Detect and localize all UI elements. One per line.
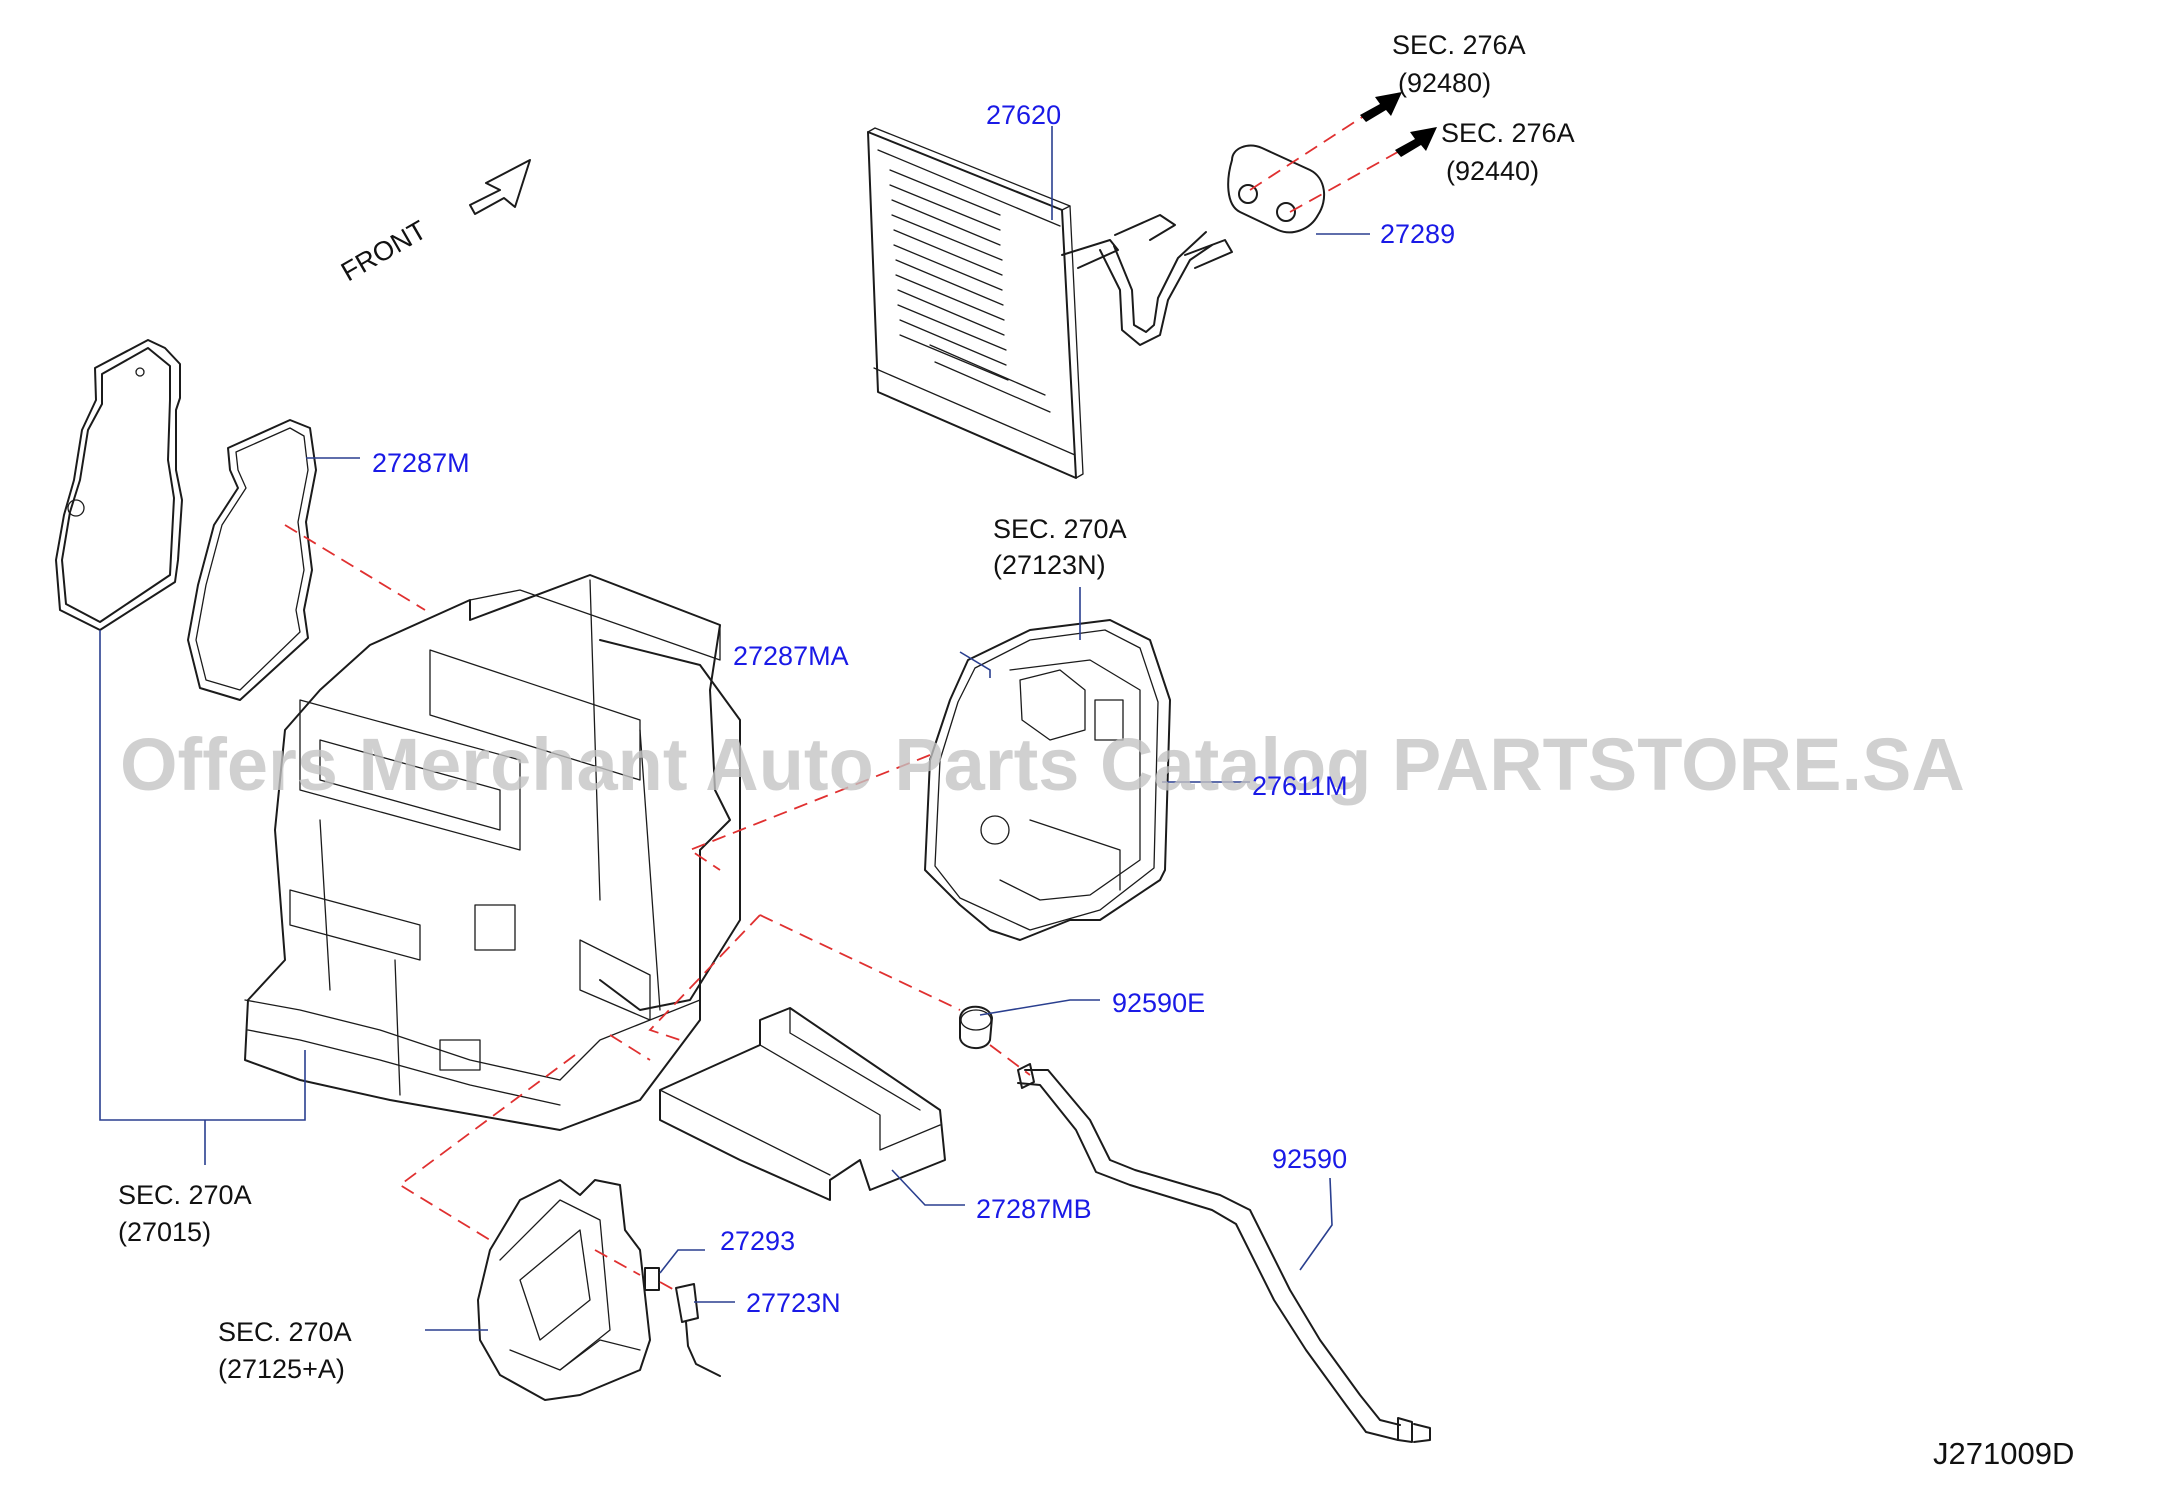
ref-sec276a-2-code: (92440) xyxy=(1446,156,1539,186)
watermark: Offers Merchant Auto Parts Catalog PARTS… xyxy=(120,723,1965,806)
guide-line-hose xyxy=(648,914,761,1041)
cooling-unit-housing-drawing xyxy=(244,574,741,1131)
guide-line-276a-1 xyxy=(1249,111,1371,191)
ref-sec270a-left[interactable]: SEC. 270A xyxy=(118,1180,252,1210)
ref-sec270a-top-code: (27123N) xyxy=(993,550,1106,580)
flange-27289-drawing xyxy=(1227,144,1326,234)
guide-line-intake xyxy=(398,1034,651,1241)
label-27287MB[interactable]: 27287MB xyxy=(976,1194,1092,1224)
label-27723N[interactable]: 27723N xyxy=(746,1288,841,1318)
guide-line-seal-27287M xyxy=(284,524,426,611)
evaporator-core-drawing xyxy=(867,127,1326,479)
label-27289[interactable]: 27289 xyxy=(1380,219,1455,249)
outline-arrow-icon xyxy=(469,159,531,215)
label-27293[interactable]: 27293 xyxy=(720,1226,795,1256)
guide-line-sensor xyxy=(594,1249,679,1293)
label-92590E[interactable]: 92590E xyxy=(1112,988,1205,1018)
label-27287M[interactable]: 27287M xyxy=(372,448,470,478)
intake-unit-drawing xyxy=(477,1179,721,1401)
seal-large-drawing xyxy=(55,339,183,631)
arrow-sec276a-1-icon xyxy=(1360,92,1402,122)
connector-27723N-drawing xyxy=(675,1283,699,1323)
ref-sec276a-1[interactable]: SEC. 276A xyxy=(1392,30,1526,60)
ref-sec276a-2[interactable]: SEC. 276A xyxy=(1441,118,1575,148)
front-label: FRONT xyxy=(336,215,432,287)
front-indicator: FRONT xyxy=(336,159,531,287)
ref-sec270a-bottom-code: (27125+A) xyxy=(218,1354,345,1384)
label-92590[interactable]: 92590 xyxy=(1272,1144,1347,1174)
case-27611M-drawing xyxy=(924,619,1171,941)
label-27287MA[interactable]: 27287MA xyxy=(733,641,849,671)
seal-27287M-drawing xyxy=(187,419,317,701)
drain-hose-92590-drawing xyxy=(959,1005,1431,1443)
ref-sec276a-1-code: (92480) xyxy=(1398,68,1491,98)
arrow-sec276a-2-icon xyxy=(1395,127,1437,157)
ref-sec270a-bottom[interactable]: SEC. 270A xyxy=(218,1317,352,1347)
drawing-code: J271009D xyxy=(1933,1436,2074,1471)
filter-27287MB-drawing xyxy=(659,1007,946,1201)
sensor-27293-drawing xyxy=(644,1267,660,1291)
ref-sec270a-top[interactable]: SEC. 270A xyxy=(993,514,1127,544)
label-27620[interactable]: 27620 xyxy=(986,100,1061,130)
ref-sec270a-left-code: (27015) xyxy=(118,1217,211,1247)
leader-lines xyxy=(99,126,1370,1331)
guide-line-276a-2 xyxy=(1289,147,1406,213)
guide-line-hose-2 xyxy=(759,914,1031,1076)
label-27611M[interactable]: 27611M xyxy=(1252,771,1348,801)
